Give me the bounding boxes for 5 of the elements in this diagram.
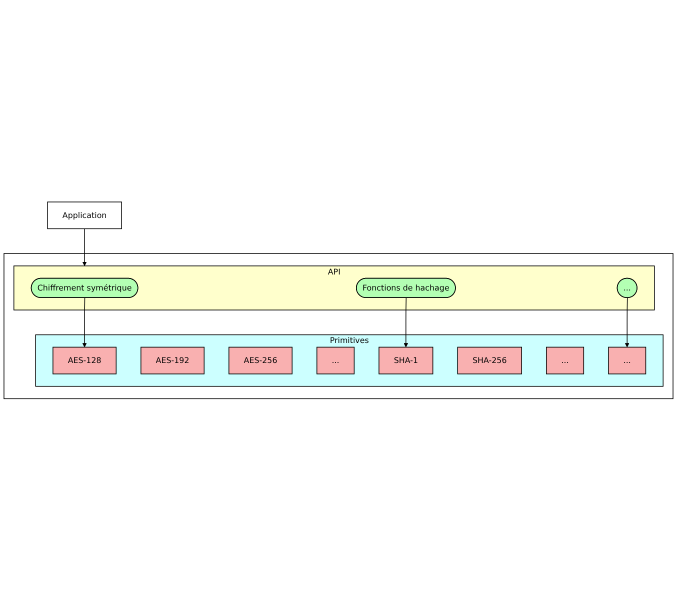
arrow — [624, 298, 630, 348]
arrow — [82, 298, 87, 348]
arrow — [404, 298, 408, 348]
arrow — [82, 228, 87, 266]
cluster — [4, 253, 674, 400]
